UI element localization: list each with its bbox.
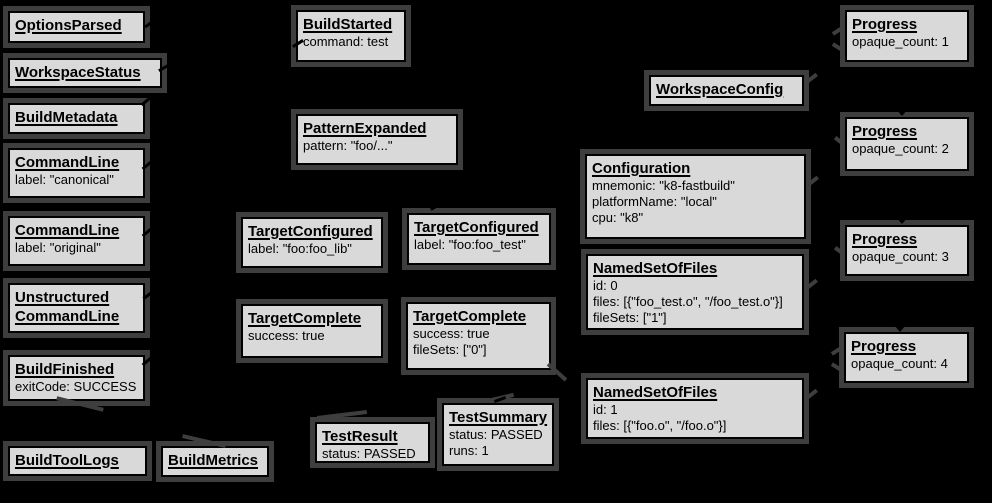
node-field: status: PASSED <box>449 427 543 442</box>
node-title: WorkspaceStatus <box>15 64 141 81</box>
connector-shadow-fragment <box>833 136 846 146</box>
node-build-finished: BuildFinished exitCode: SUCCESS <box>8 355 145 401</box>
node-title: BuildMetadata <box>15 109 118 126</box>
node-named-set-of-files-0: NamedSetOfFiles id: 0 files: [{"foo_test… <box>586 254 804 330</box>
node-field: fileSets: ["0"] <box>413 342 487 357</box>
node-build-metadata: BuildMetadata <box>8 103 145 134</box>
connector-shadow-fragment <box>830 346 843 356</box>
node-title: NamedSetOfFiles <box>593 384 718 401</box>
node-build-metrics: BuildMetrics <box>161 446 269 477</box>
connector-shadow-fragment <box>806 72 818 84</box>
node-field: cpu: "k8" <box>592 210 644 225</box>
node-progress-4: Progress opaque_count: 4 <box>844 332 969 383</box>
arrowhead-notch <box>144 18 156 29</box>
node-progress-2: Progress opaque_count: 2 <box>845 117 969 171</box>
node-field: fileSets: ["1"] <box>593 310 667 325</box>
node-title: TestResult <box>322 428 398 445</box>
node-test-summary: TestSummary status: PASSED runs: 1 <box>442 403 554 466</box>
node-title: Progress <box>851 338 917 355</box>
node-field: opaque_count: 2 <box>852 141 949 156</box>
node-field: label: "foo:foo_lib" <box>248 241 352 256</box>
node-title: PatternExpanded <box>303 120 427 137</box>
node-title: Progress <box>852 231 918 248</box>
node-build-started: BuildStarted command: test <box>296 10 406 62</box>
node-target-complete-test: TargetComplete success: true fileSets: [… <box>406 302 551 370</box>
node-command-line-original: CommandLine label: "original" <box>8 216 145 266</box>
connector-shadow-fragment <box>316 409 368 421</box>
node-title: BuildMetrics <box>168 452 259 469</box>
node-named-set-of-files-1: NamedSetOfFiles id: 1 files: [{"foo.o", … <box>586 378 804 439</box>
down-arrowhead-icon <box>894 325 906 332</box>
node-field: id: 0 <box>593 278 618 293</box>
node-field: success: true <box>413 326 490 341</box>
node-target-configured-test: TargetConfigured label: "foo:foo_test" <box>407 213 551 265</box>
arrowhead-notch <box>430 202 442 211</box>
node-workspace-config: WorkspaceConfig <box>649 75 804 106</box>
node-unstructured-command-line: Unstructured CommandLine <box>8 283 145 333</box>
node-title: TargetConfigured <box>414 219 539 236</box>
node-title: TestSummary <box>449 409 548 426</box>
connector-shadow-fragment <box>546 362 568 382</box>
node-test-result: TestResult status: PASSED <box>315 422 430 463</box>
node-title: Progress <box>852 123 918 140</box>
node-build-tool-logs: BuildToolLogs <box>8 446 147 476</box>
connector-shadow-fragment <box>807 175 819 187</box>
node-title: TargetComplete <box>248 310 362 327</box>
node-field: status: PASSED <box>322 446 416 461</box>
node-progress-1: Progress opaque_count: 1 <box>845 10 969 62</box>
node-field: opaque_count: 4 <box>851 356 948 371</box>
node-title: NamedSetOfFiles <box>593 260 718 277</box>
arrowhead-notch <box>140 94 154 107</box>
node-configuration: Configuration mnemonic: "k8-fastbuild" p… <box>585 154 806 239</box>
node-field: platformName: "local" <box>592 194 717 209</box>
node-title: OptionsParsed <box>15 17 122 34</box>
node-field: label: "original" <box>15 240 101 255</box>
down-arrowhead-icon <box>896 217 908 224</box>
node-field: runs: 1 <box>449 443 489 458</box>
connector-shadow-fragment <box>831 42 844 52</box>
node-title: Unstructured CommandLine <box>15 289 120 325</box>
node-field: files: [{"foo_test.o", "/foo_test.o"}] <box>593 294 783 309</box>
node-field: command: test <box>303 34 389 49</box>
node-field: exitCode: SUCCESS <box>15 379 137 394</box>
node-field: opaque_count: 1 <box>852 34 949 49</box>
node-title: BuildToolLogs <box>15 452 119 469</box>
node-field: id: 1 <box>593 402 618 417</box>
node-target-configured-lib: TargetConfigured label: "foo:foo_lib" <box>241 217 383 268</box>
node-progress-3: Progress opaque_count: 3 <box>845 225 969 276</box>
node-title: BuildFinished <box>15 361 115 378</box>
node-options-parsed: OptionsParsed <box>8 11 145 43</box>
connector-shadow-fragment <box>830 362 843 372</box>
node-title: WorkspaceConfig <box>656 81 784 98</box>
node-title: Configuration <box>592 160 691 177</box>
node-field: mnemonic: "k8-fastbuild" <box>592 178 735 193</box>
node-title: Progress <box>852 16 918 33</box>
node-field: label: "canonical" <box>15 172 114 187</box>
connector-shadow-fragment <box>806 278 818 290</box>
node-title: CommandLine <box>15 154 120 171</box>
node-field: success: true <box>248 328 325 343</box>
down-arrowhead-icon <box>896 109 908 116</box>
node-title: BuildStarted <box>303 16 393 33</box>
node-field: opaque_count: 3 <box>852 249 949 264</box>
node-command-line-canonical: CommandLine label: "canonical" <box>8 148 145 198</box>
node-field: files: [{"foo.o", "/foo.o"}] <box>593 418 727 433</box>
node-title: CommandLine <box>15 222 120 239</box>
node-pattern-expanded: PatternExpanded pattern: "foo/..." <box>296 114 458 165</box>
node-field: pattern: "foo/..." <box>303 138 393 153</box>
node-title: TargetConfigured <box>248 223 373 240</box>
connector-shadow-fragment <box>806 388 818 400</box>
node-workspace-status: WorkspaceStatus <box>8 58 162 88</box>
node-target-complete-lib: TargetComplete success: true <box>241 304 383 358</box>
connector-shadow-fragment <box>833 246 846 256</box>
node-field: label: "foo:foo_test" <box>414 237 526 252</box>
node-title: TargetComplete <box>413 308 527 325</box>
connector-shadow-fragment <box>831 26 844 36</box>
